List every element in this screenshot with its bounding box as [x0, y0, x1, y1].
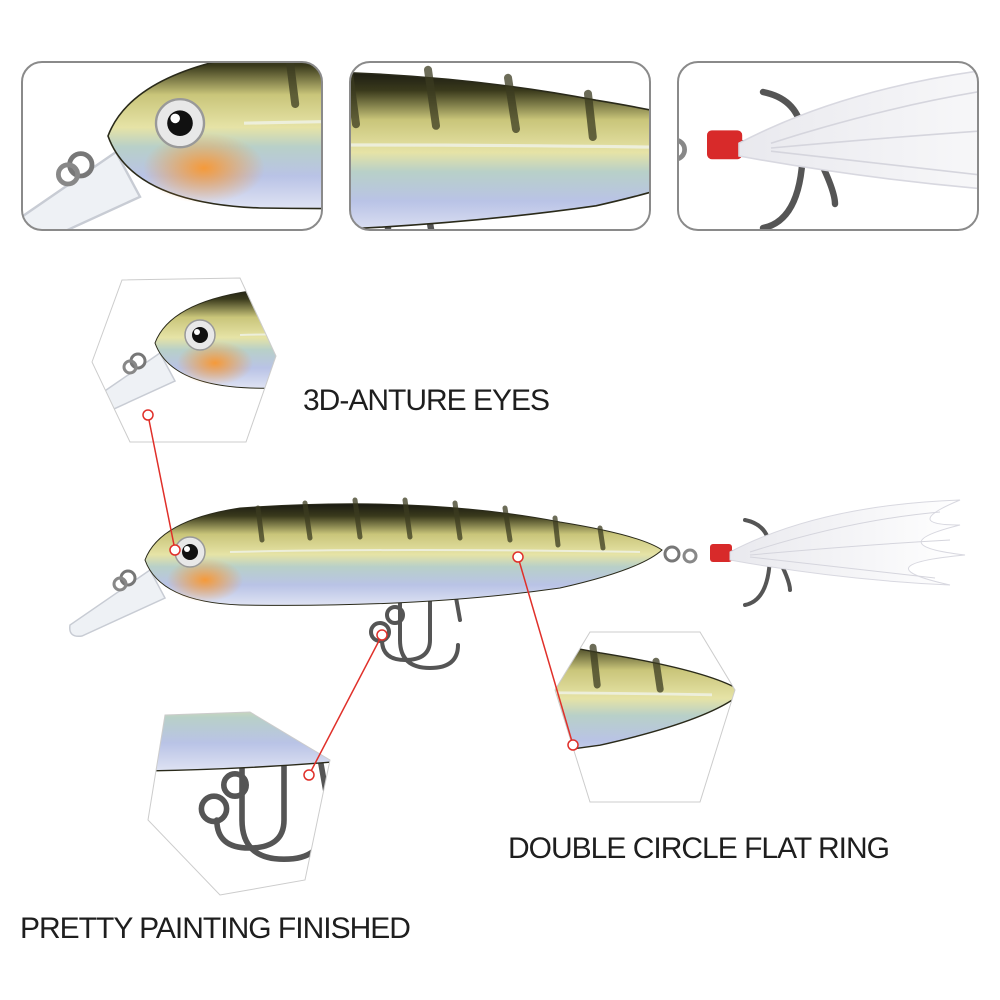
detail-box-head [21, 61, 323, 231]
label-ring: DOUBLE CIRCLE FLAT RING [508, 832, 890, 865]
hex-ring-detail [554, 631, 736, 803]
hex-eyes-detail [91, 277, 277, 443]
detail-box-body [349, 61, 651, 231]
main-lure [70, 500, 965, 668]
label-painting: PRETTY PAINTING FINISHED [20, 912, 411, 945]
detail-box-tail [677, 61, 979, 231]
label-eyes: 3D-ANTURE EYES [303, 384, 550, 417]
callout-lines [142, 409, 579, 781]
hex-painting-detail [147, 711, 331, 896]
